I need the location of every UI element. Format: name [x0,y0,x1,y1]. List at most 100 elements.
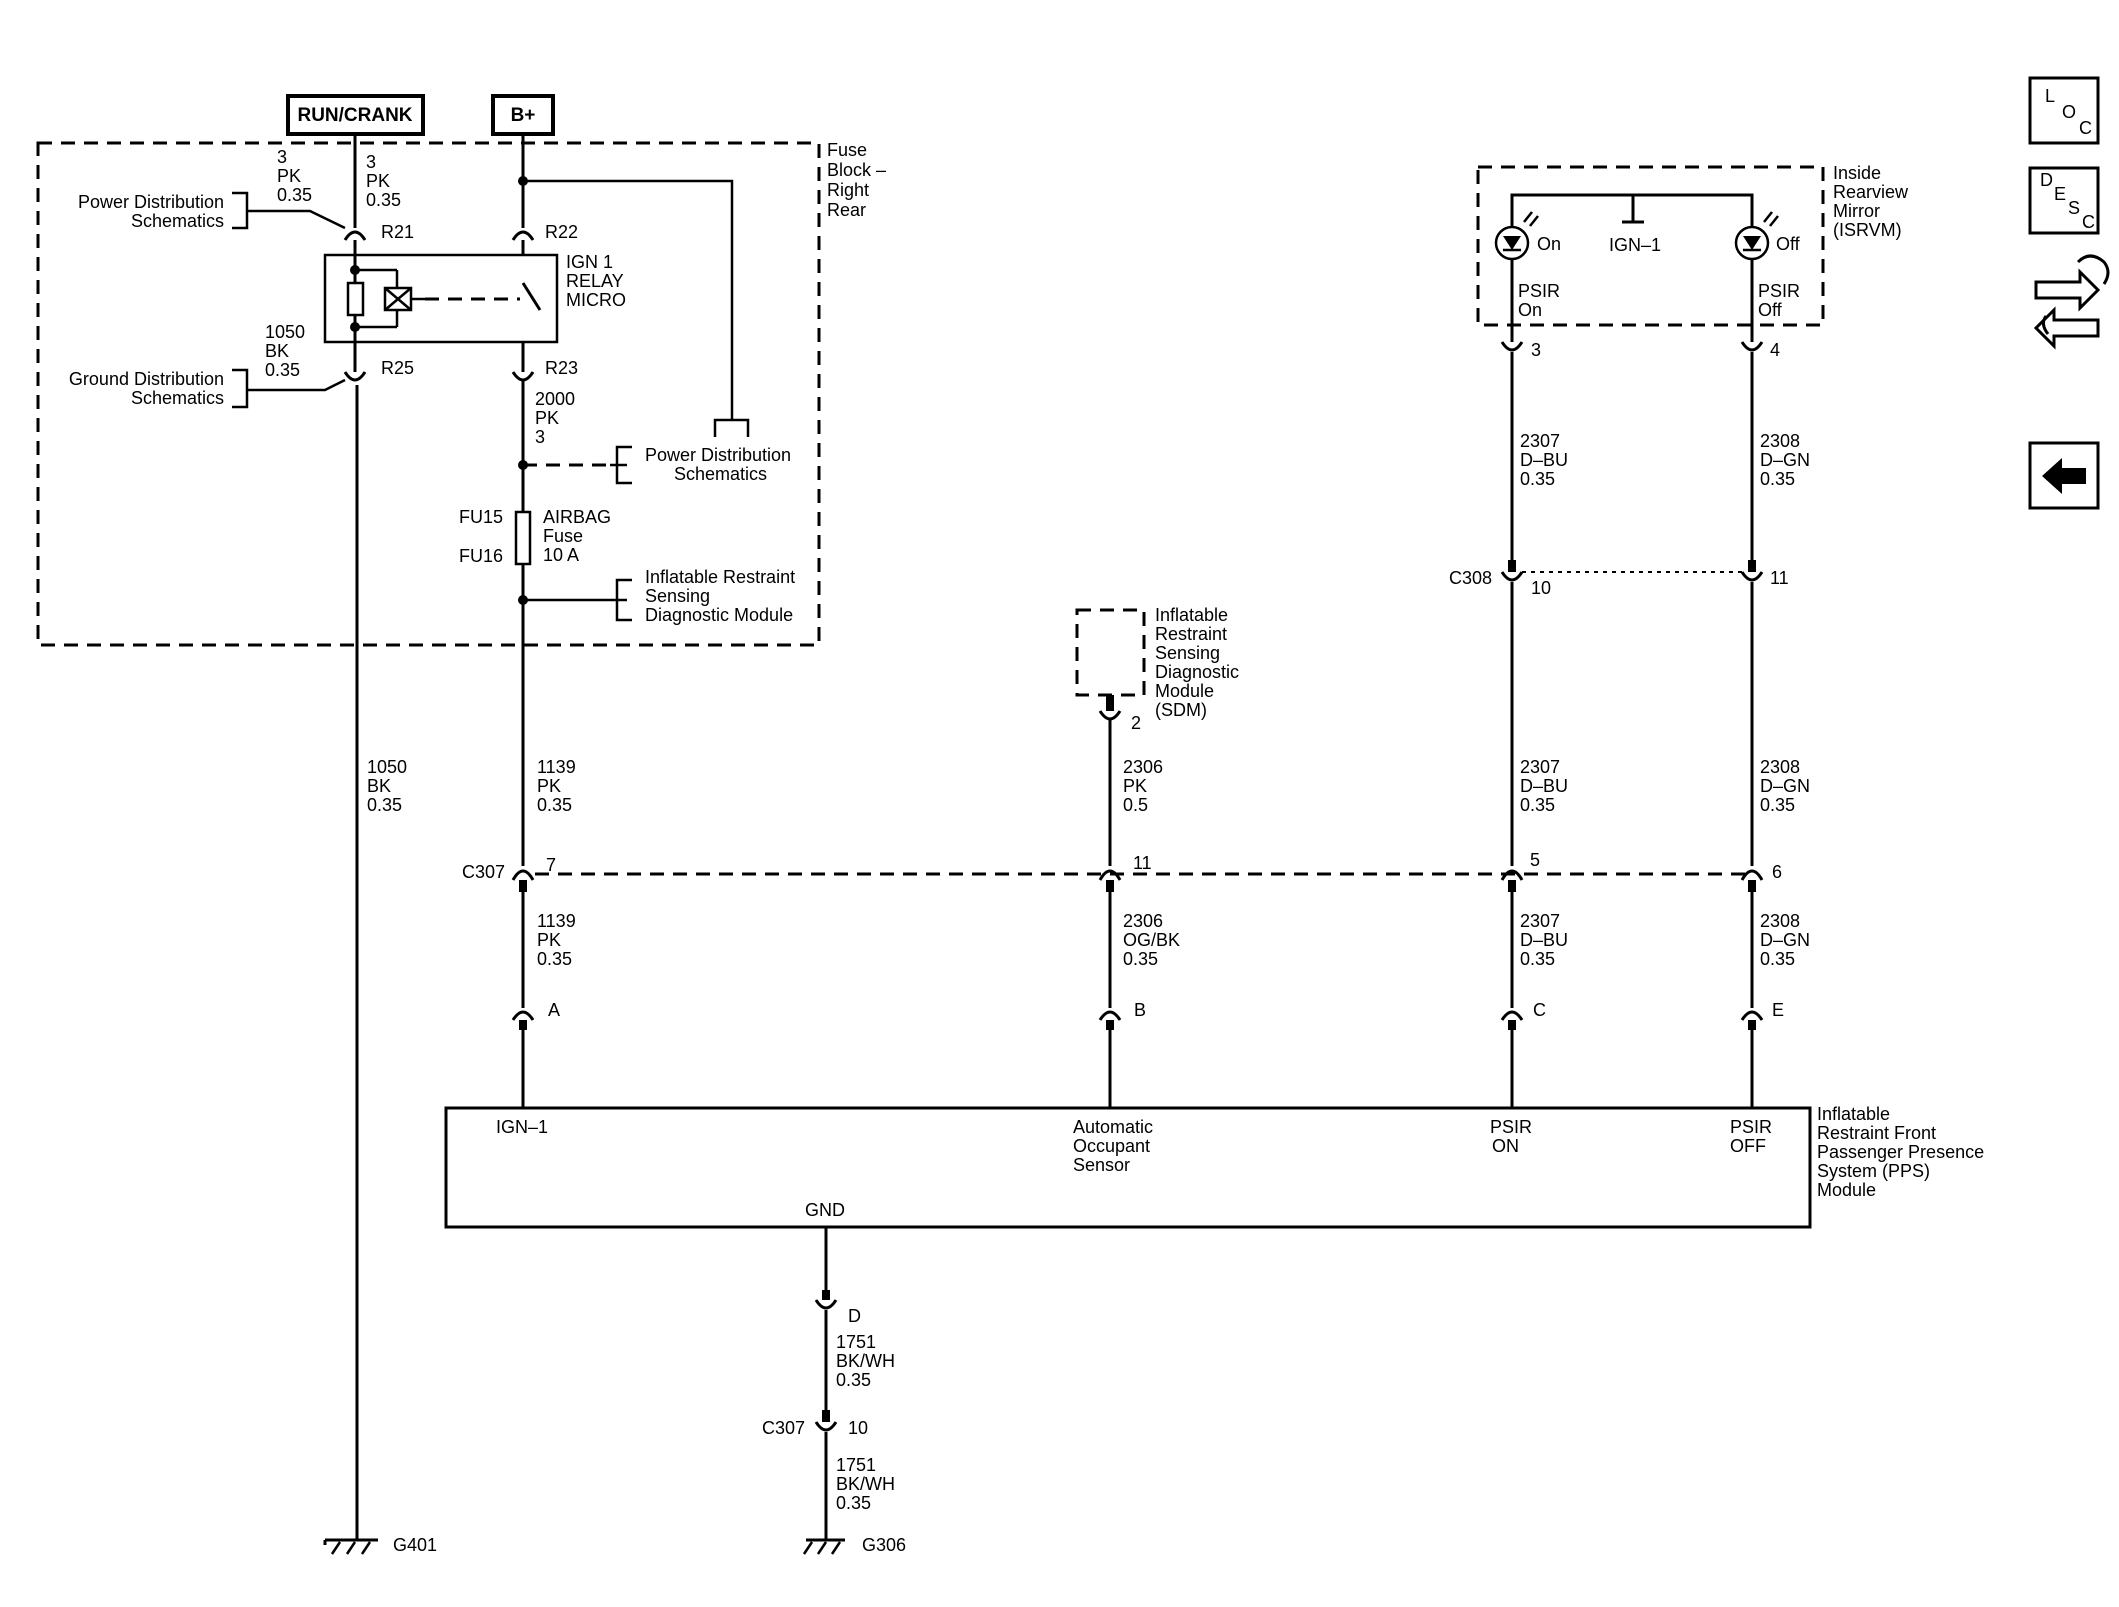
svg-text:C308: C308 [1449,568,1492,588]
svg-text:6: 6 [1772,862,1782,882]
svg-text:G306: G306 [862,1535,906,1555]
svg-text:S: S [2068,198,2080,218]
svg-text:C: C [1533,1000,1546,1020]
pps-pin-e: E [1740,1000,1784,1030]
svg-text:GND: GND [805,1200,845,1220]
svg-text:L: L [2045,86,2055,106]
pps-pin-d: D [814,1290,861,1326]
svg-text:R22: R22 [545,222,578,242]
ground-g401: G401 [323,1535,437,1555]
svg-text:O: O [2062,102,2076,122]
svg-text:E: E [2054,184,2066,204]
svg-text:B: B [1134,1000,1146,1020]
pps-pin-c: C [1500,1000,1546,1030]
connector-c307-pin5: 5 [1500,850,1540,892]
loc-button[interactable]: L O C [2028,76,2100,145]
svg-text:R23: R23 [545,358,578,378]
ground-g306: G306 [802,1535,906,1555]
fuse-block-label: Fuse Block – Right Rear [827,140,891,220]
svg-text:C: C [2082,212,2095,232]
back-arrow-icon [2042,458,2086,494]
terminal-r22: R22 [511,222,578,242]
connector-c308-pin11: 11 [1740,560,1789,588]
svg-text:On: On [1537,234,1561,254]
svg-text:7: 7 [546,855,556,875]
svg-text:2: 2 [1131,713,1141,733]
connector-c308-pin10: C308 10 [1449,560,1551,598]
svg-text:11: 11 [1133,853,1152,873]
svg-text:3: 3 [1531,340,1541,360]
desc-button[interactable]: D E S C [2028,166,2100,235]
svg-text:R21: R21 [381,222,414,242]
svg-text:5: 5 [1530,850,1540,870]
wrench-swap-icon[interactable] [2033,254,2110,350]
svg-text:10: 10 [1531,578,1551,598]
b-plus-source: B+ [491,94,555,136]
terminal-r25: R25 [343,358,414,382]
mirror-pin-4: 4 [1740,340,1780,360]
run-crank-source: RUN/CRANK [286,94,425,136]
svg-text:C307: C307 [462,862,505,882]
pps-pin-a: A [511,1000,560,1030]
pps-pin-b: B [1098,1000,1146,1030]
svg-text:11: 11 [1770,568,1789,588]
mirror-ign-label: IGN–1 [1609,235,1661,255]
svg-text:A: A [548,1000,560,1020]
svg-text:C307: C307 [762,1418,805,1438]
terminal-r21: R21 [343,222,414,242]
pps-ign-label: IGN–1 [496,1117,548,1137]
svg-text:D: D [848,1306,861,1326]
svg-text:C: C [2079,118,2092,138]
svg-text:RUN/CRANK: RUN/CRANK [297,105,412,126]
back-arrow-button[interactable] [2028,441,2100,510]
